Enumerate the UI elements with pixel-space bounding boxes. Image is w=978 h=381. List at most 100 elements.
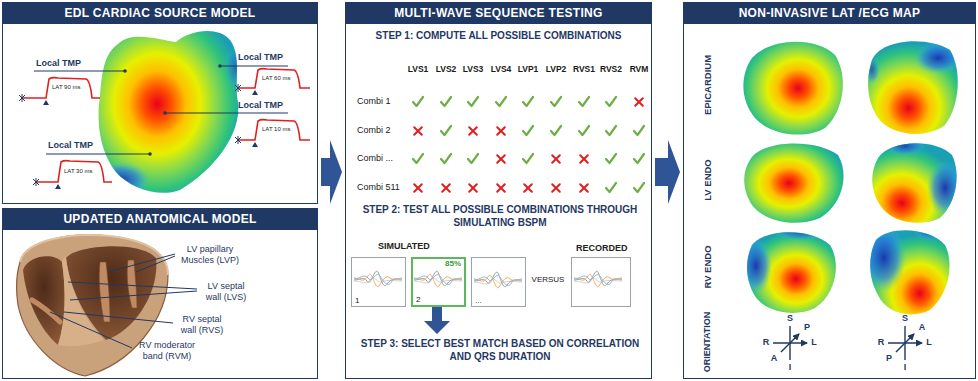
row-label: Combi 2 (357, 125, 391, 136)
lat-maps (914, 224, 946, 240)
lat-maps (864, 42, 962, 84)
combination-marks (496, 97, 506, 106)
box-number: 2 (416, 295, 420, 305)
panel-title: UPDATED ANATOMICAL MODEL (3, 209, 317, 230)
anatomical-heart (32, 300, 60, 322)
tmp-callouts (34, 70, 125, 71)
combination-marks (414, 127, 422, 135)
combination-marks (580, 184, 588, 192)
combination-marks (606, 154, 616, 163)
column-header: LVP2 (546, 64, 567, 75)
combination-marks (497, 155, 505, 163)
row-label: Combi ... (357, 153, 393, 164)
group-heading: SIMULATED (378, 241, 430, 252)
row-title: EPICARDIUM (702, 55, 714, 115)
callout-label: Local TMP (238, 100, 283, 111)
tmp-callouts (123, 69, 127, 73)
callout-label: Local TMP (238, 52, 283, 63)
row-label: Combi 1 (357, 96, 391, 107)
column-header: LVP1 (518, 64, 539, 75)
combination-marks (497, 127, 505, 135)
bspm-traces (474, 272, 522, 287)
tmp-callouts (22, 78, 100, 98)
signal-box: RECORDED (571, 257, 631, 307)
lat-maps (885, 136, 925, 156)
combination-marks (579, 97, 589, 106)
tmp-callouts (218, 64, 222, 68)
anatomical-heart (127, 260, 137, 308)
lat-value: LAT 30 ms (64, 168, 92, 176)
leader-lines (50, 312, 132, 348)
tmp-callouts (220, 65, 288, 66)
combination-marks (634, 126, 644, 135)
signal-box: ... (471, 257, 526, 307)
tmp-callouts (252, 142, 258, 147)
combination-marks (523, 97, 533, 106)
box-number: ... (475, 296, 482, 306)
tmp-callouts (235, 84, 241, 92)
panel: NON-INVASIVE LAT /ECG MAP (683, 2, 976, 379)
axis-letter: P (804, 322, 810, 333)
lat-value: LAT 90 ms (52, 84, 80, 92)
anatomy-label: LV papillary Muscles (LVP) (178, 244, 242, 267)
bspm-traces (354, 271, 622, 287)
step-heading: STEP 3: SELECT BEST MATCH BASED ON CORRE… (355, 338, 645, 363)
tmp-callouts (235, 136, 241, 144)
axis-letter: P (886, 353, 892, 364)
leader-lines (64, 312, 173, 323)
down-arrow (424, 307, 450, 334)
leader-lines (68, 282, 197, 300)
combination-marks (524, 184, 532, 192)
axis-letter: S (787, 313, 793, 324)
combination-marks (413, 97, 644, 192)
box-number: 1 (355, 296, 359, 306)
column-header: LVS4 (491, 64, 512, 75)
combination-marks (635, 98, 643, 106)
lat-maps (927, 160, 963, 216)
lat-maps (864, 56, 880, 84)
axis-letter: L (811, 337, 817, 348)
tmp-callouts (36, 161, 112, 182)
axis-letter: R (763, 337, 770, 348)
column-header: RVS2 (600, 64, 622, 75)
lat-value: LAT 10 ms (262, 126, 290, 134)
tmp-callouts (238, 69, 310, 88)
bspm-traces (574, 271, 622, 286)
tmp-callouts (238, 120, 310, 140)
tmp-callouts (148, 152, 152, 156)
combination-marks (551, 126, 561, 135)
axis-letter: I (789, 362, 792, 373)
lat-maps (740, 238, 772, 294)
combination-marks (634, 154, 644, 163)
lat-maps (885, 136, 963, 216)
orientation-axes (773, 326, 807, 360)
tmp-callouts (46, 153, 150, 154)
anatomical-heart (20, 235, 168, 275)
combination-marks (413, 154, 423, 163)
tmp-callouts (163, 111, 167, 115)
combination-marks (606, 126, 616, 135)
heart-activation-map (90, 46, 248, 198)
combination-marks (441, 126, 451, 135)
flow-arrow (321, 140, 342, 204)
tmp-callouts (55, 184, 61, 189)
combination-marks (579, 126, 589, 135)
row-title: ORIENTATION (702, 312, 713, 373)
combination-marks (552, 155, 560, 163)
orientation-axes (888, 326, 922, 360)
combination-marks (497, 184, 505, 192)
combination-marks (414, 184, 422, 192)
lat-maps (774, 221, 826, 241)
combination-marks (552, 184, 560, 192)
combination-marks (469, 184, 477, 192)
flow-arrow (655, 140, 680, 204)
anatomical-heart (99, 262, 110, 322)
combination-marks (634, 183, 644, 192)
leader-lines (108, 254, 175, 272)
combination-marks (523, 154, 533, 163)
tmp-callouts (19, 64, 310, 189)
combination-marks (606, 183, 616, 192)
